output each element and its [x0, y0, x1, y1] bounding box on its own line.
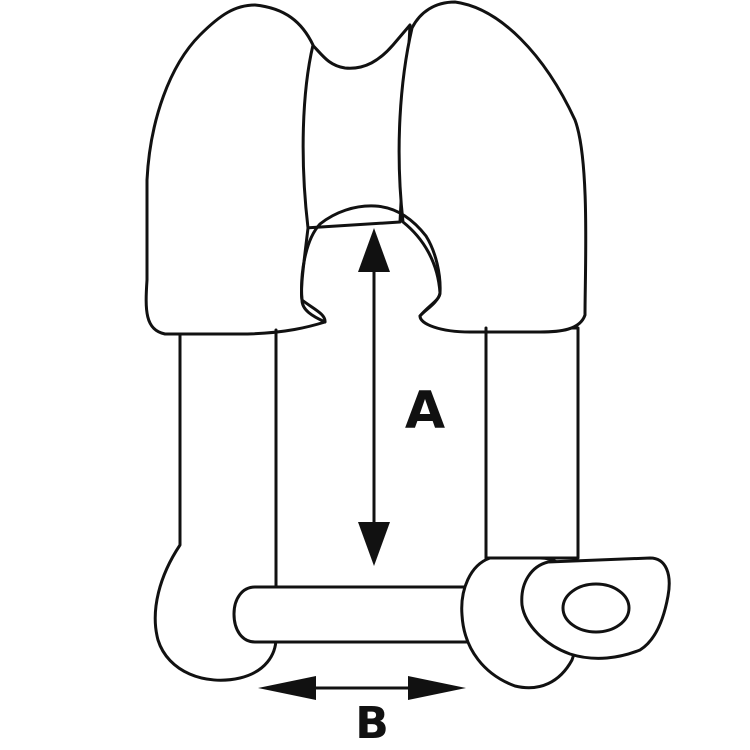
- bow-inner-arch: [300, 204, 442, 324]
- dimension-a-label: A: [405, 381, 445, 441]
- right-crown-lobe: [397, 0, 588, 334]
- dimension-b-label: B: [355, 698, 389, 749]
- dimension-b-arrow-left: [258, 676, 316, 700]
- dimension-a-arrow-down: [358, 522, 390, 566]
- pin-eye-hole: [561, 582, 631, 634]
- right-leg: [484, 326, 580, 560]
- left-crown-lobe: [144, 3, 327, 336]
- pin-shaft: [232, 585, 482, 644]
- dimension-b-arrow-right: [408, 676, 466, 700]
- dimension-a-arrow-up: [358, 228, 390, 272]
- crown-neck: [296, 23, 412, 230]
